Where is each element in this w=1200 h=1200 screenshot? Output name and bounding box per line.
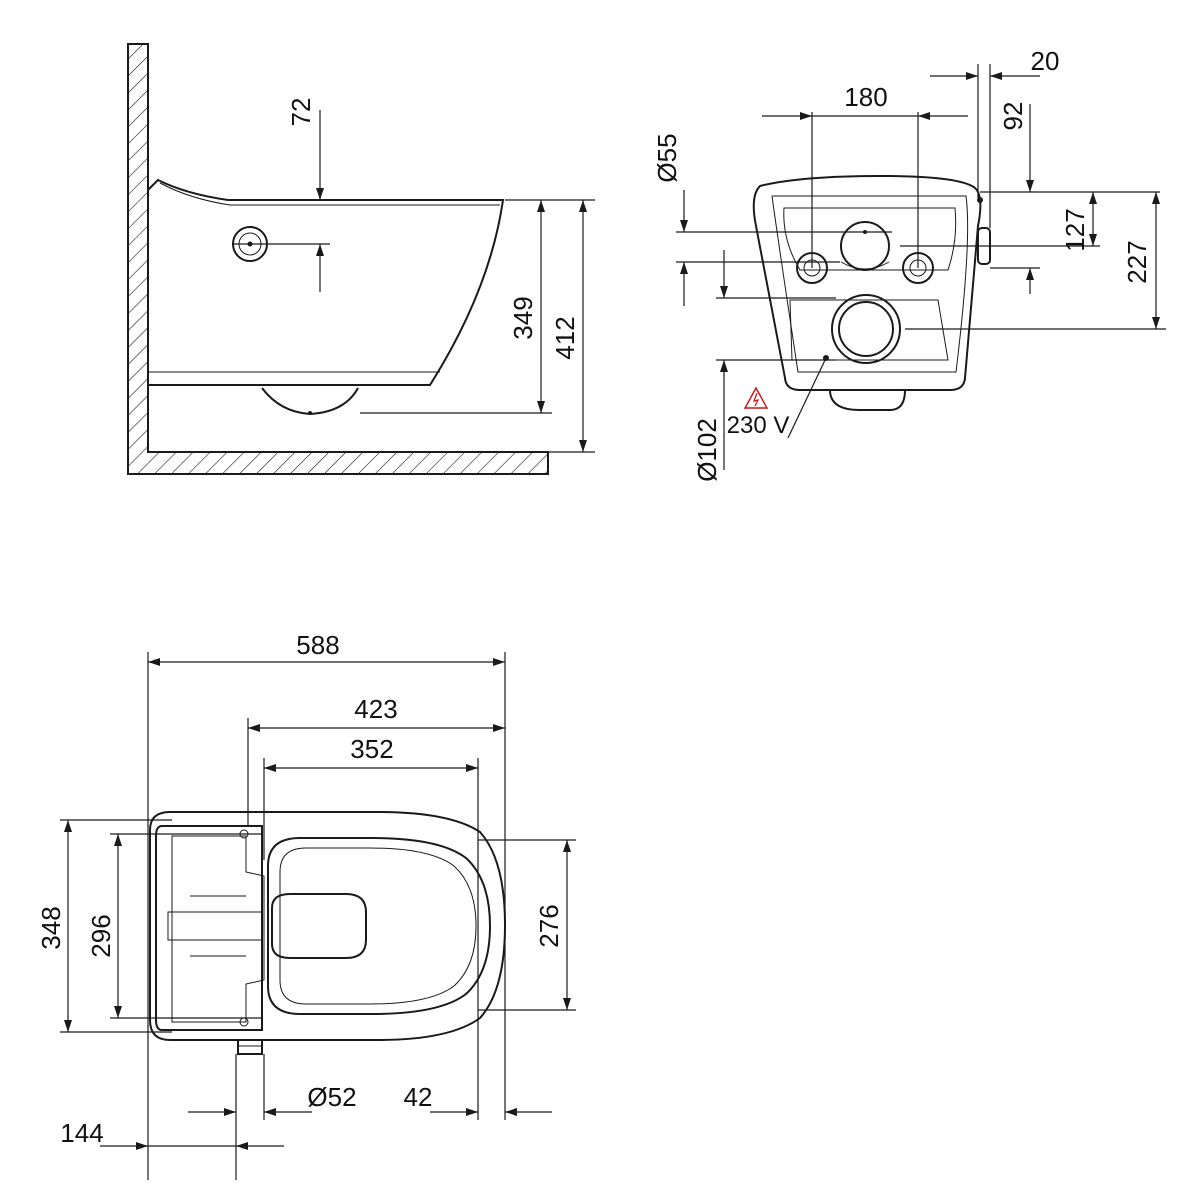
dim-180-label: 180: [844, 82, 887, 112]
rear-view: 180 20 92 127 227 Ø55 Ø102: [652, 46, 1166, 482]
dim-55-label: Ø55: [652, 133, 682, 182]
dim-352-label: 352: [350, 734, 393, 764]
seat-ring: [267, 837, 492, 1015]
side-view: 72 349 412: [127, 43, 595, 475]
dim-348-label: 348: [36, 906, 66, 949]
wall-hatch: [127, 43, 549, 475]
dim-412-label: 412: [550, 316, 580, 359]
side-pipe: [237, 1039, 263, 1055]
rear-outline: [752, 174, 982, 391]
dim-227-label: 227: [1122, 240, 1152, 283]
dim-72-label: 72: [286, 98, 316, 127]
dim-92-label: 92: [998, 102, 1028, 131]
voltage-label: 230 V: [727, 412, 790, 439]
dim-588-label: 588: [296, 630, 339, 660]
dim-102-label: Ø102: [692, 418, 722, 482]
dim-42-label: 42: [404, 1082, 433, 1112]
bowl-side-profile: [147, 178, 505, 386]
dim-127-label: 127: [1060, 208, 1090, 251]
dim-144-label: 144: [60, 1118, 103, 1148]
bowl-foot: [261, 387, 359, 416]
dim-296-label: 296: [86, 914, 116, 957]
dim-349-label: 349: [508, 296, 538, 339]
dim-423-label: 423: [354, 694, 397, 724]
inlet-55: [840, 221, 890, 271]
dim-20-label: 20: [1031, 46, 1060, 76]
bowl-opening: [271, 893, 367, 959]
bowl-top-outline: [149, 811, 507, 1041]
dim-52-label: Ø52: [307, 1082, 356, 1112]
outlet-102: [831, 294, 901, 364]
top-view: 588 423 352 348 296 276 Ø52 42: [36, 630, 576, 1180]
hinge-frame: [155, 825, 263, 1031]
dim-276-label: 276: [534, 904, 564, 947]
high-voltage-warning-icon: [743, 386, 769, 409]
